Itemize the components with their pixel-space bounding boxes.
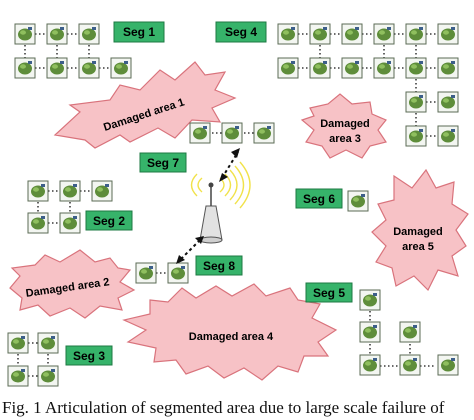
sensor-node-icon: [221, 122, 243, 144]
damaged-area-1: Damaged area 1: [53, 61, 237, 149]
sensor-node-icon: [78, 23, 100, 45]
sensor-node-icon: [189, 122, 211, 144]
segment-label-seg2: Seg 2: [85, 210, 133, 231]
sensor-node-icon: [78, 57, 100, 79]
sensor-node-icon: [309, 57, 331, 79]
segment-label-seg5: Seg 5: [305, 282, 353, 303]
sensor-node-icon: [7, 332, 29, 354]
sensor-node-icon: [405, 23, 427, 45]
segment-label-seg1: Seg 1: [113, 21, 165, 43]
sensor-node-icon: [359, 354, 381, 376]
sensor-node-icon: [110, 57, 132, 79]
damaged-area-4-label: Damaged area 4: [189, 331, 274, 343]
sensor-node-icon: [437, 23, 459, 45]
sensor-node-icon: [437, 125, 459, 147]
bidirectional-arrow-icon: [219, 148, 240, 182]
sensor-node-icon: [405, 125, 427, 147]
sensor-node-icon: [27, 180, 49, 202]
svg-text:Seg 8: Seg 8: [203, 259, 235, 273]
segment-label-seg7: Seg 7: [139, 152, 187, 173]
sensor-node-icon: [437, 57, 459, 79]
base-station-antenna-icon: [199, 182, 223, 244]
sensor-node-icon: [277, 23, 299, 45]
svg-text:Seg 2: Seg 2: [93, 214, 125, 228]
damaged-area-5-label-line1: Damaged: [393, 226, 443, 238]
damaged-area-2: Damaged area 2: [9, 249, 136, 319]
sensor-node-icon: [135, 262, 157, 284]
sensor-node-icon: [167, 262, 189, 284]
svg-text:Seg 6: Seg 6: [303, 192, 335, 206]
svg-text:Seg 5: Seg 5: [313, 286, 345, 300]
sensor-node-icon: [46, 23, 68, 45]
sensor-node-icon: [253, 122, 275, 144]
segment-label-seg8: Seg 8: [195, 255, 243, 276]
sensor-node-icon: [341, 23, 363, 45]
svg-text:Seg 4: Seg 4: [225, 25, 257, 39]
sensor-node-icon: [7, 365, 29, 387]
sensor-node-icon: [37, 332, 59, 354]
sensor-node-icon: [347, 190, 369, 212]
sensor-node-icon: [37, 365, 59, 387]
sensor-node-icon: [341, 57, 363, 79]
figure-caption: Fig. 1 Articulation of segmented area du…: [2, 398, 445, 417]
sensor-node-icon: [399, 321, 421, 343]
sensor-node-icon: [405, 57, 427, 79]
sensor-node-icon: [59, 212, 81, 234]
sensor-node-icon: [437, 91, 459, 113]
sensor-node-icon: [373, 23, 395, 45]
segment-label-seg4: Seg 4: [215, 21, 267, 43]
sensor-node-icon: [437, 354, 459, 376]
sensor-node-icon: [405, 91, 427, 113]
svg-text:Seg 7: Seg 7: [147, 156, 179, 170]
damaged-area-4: Damaged area 4: [122, 283, 338, 381]
sensor-node-icon: [373, 57, 395, 79]
damaged-area-3: Damaged area 3: [300, 93, 387, 159]
segment-label-seg6: Seg 6: [295, 188, 343, 209]
sensor-node-icon: [91, 180, 113, 202]
damaged-area-3-label-line2: area 3: [329, 133, 361, 145]
sensor-node-icon: [309, 23, 331, 45]
damaged-area-3-label-line1: Damaged: [320, 118, 370, 130]
sensor-node-icon: [46, 57, 68, 79]
sensor-node-icon: [14, 23, 36, 45]
damaged-area-5: Damaged area 5: [371, 168, 469, 292]
sensor-node-icon: [277, 57, 299, 79]
sensor-node-icon: [14, 57, 36, 79]
sensor-node-icon: [399, 354, 421, 376]
bidirectional-arrow-icon: [176, 236, 204, 264]
sensor-node-icon: [359, 321, 381, 343]
node-links: [17, 33, 436, 377]
sensor-node-icon: [27, 212, 49, 234]
damaged-area-5-label-line2: area 5: [402, 241, 434, 253]
signal-wave-icon: [190, 161, 251, 209]
svg-text:Seg 3: Seg 3: [73, 349, 105, 363]
svg-text:Seg 1: Seg 1: [123, 25, 155, 39]
sensor-node-icon: [359, 289, 381, 311]
segment-label-seg3: Seg 3: [65, 345, 113, 366]
sensor-node-icon: [59, 180, 81, 202]
